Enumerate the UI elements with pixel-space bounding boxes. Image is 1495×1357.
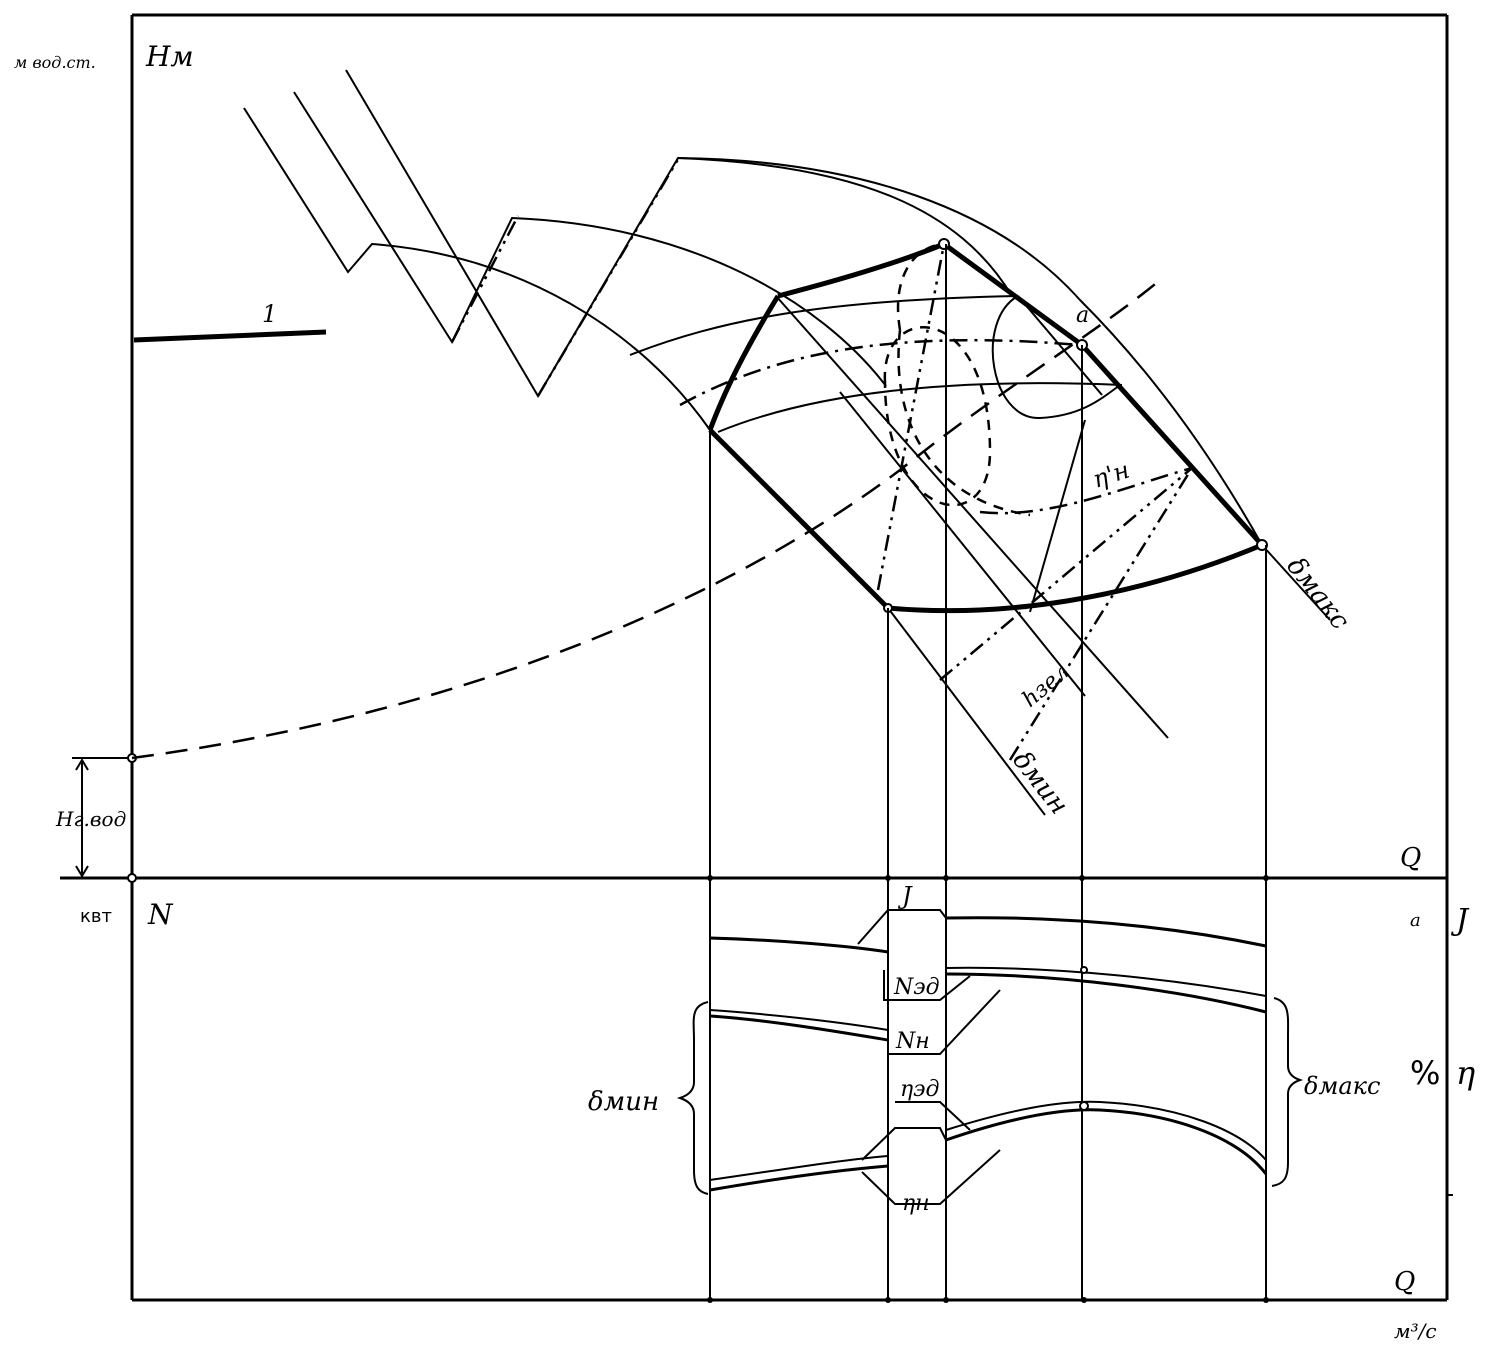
delta-max-brace bbox=[1271, 997, 1304, 1187]
blade-angle-line-1 bbox=[775, 295, 1169, 739]
power-unit-label: квт bbox=[80, 906, 112, 927]
line-1 bbox=[133, 329, 327, 343]
network-characteristic bbox=[131, 279, 1161, 760]
eff-max-point bbox=[1079, 1101, 1089, 1111]
zone-top-boundary bbox=[777, 241, 945, 299]
power-symbol-label: N bbox=[147, 898, 174, 931]
line-1-label: 1 bbox=[262, 300, 277, 328]
zone-bottom-boundary bbox=[887, 542, 1263, 614]
power-motor-callout bbox=[883, 970, 971, 1001]
head-curve-1 bbox=[243, 107, 711, 431]
efficiency-curve-closed bbox=[991, 295, 1121, 420]
delta-max-tail bbox=[1261, 544, 1331, 621]
current-callout bbox=[857, 909, 947, 945]
head-curve-2-ext bbox=[450, 215, 520, 343]
zone-left-boundary bbox=[707, 294, 781, 431]
efficiency-ellipse-outer bbox=[896, 242, 1031, 517]
power-point bbox=[1080, 966, 1088, 974]
loss-line-1 bbox=[939, 467, 1193, 681]
iso-line-1 bbox=[629, 295, 1019, 356]
frame bbox=[60, 13, 1449, 1302]
loss-line-3 bbox=[1008, 467, 1194, 761]
head-curve-3 bbox=[345, 69, 1013, 398]
hydraulic-losses-label: hзел bbox=[1018, 659, 1075, 712]
current-symbol-label: Ј bbox=[1450, 903, 1470, 938]
power-pump-label: Nн bbox=[895, 1029, 930, 1054]
delta-max-label: δмакс bbox=[1280, 552, 1355, 636]
efficiency-unit-label: % bbox=[1410, 1054, 1440, 1092]
current-unit-label: а bbox=[1410, 910, 1421, 931]
power-motor-left bbox=[709, 1009, 889, 1031]
point-a-label: a bbox=[1076, 303, 1089, 328]
eff-pump-callout-2 bbox=[861, 1149, 1001, 1205]
envelope-curve bbox=[677, 157, 1263, 546]
flow-unit-label: м³/с bbox=[1394, 1319, 1437, 1343]
eff-pump-curve-right bbox=[945, 1108, 1268, 1175]
eff-pump-curve-left bbox=[709, 1164, 889, 1192]
loss-line-4 bbox=[1029, 419, 1086, 613]
power-pump-left bbox=[709, 1014, 889, 1042]
delta-min-tail bbox=[887, 607, 1046, 816]
efficiency-symbol-label: η bbox=[1456, 1054, 1475, 1092]
projection-lines bbox=[707, 244, 1269, 1303]
point-top bbox=[938, 238, 950, 250]
power-motor-curve bbox=[945, 966, 1267, 997]
delta-min-brace bbox=[676, 1001, 709, 1195]
blade-angle-line-2 bbox=[839, 391, 1086, 697]
iso-line-2 bbox=[679, 338, 1081, 407]
eff-unit-curve-left bbox=[709, 1155, 889, 1181]
delta-max-lower-label: δмакс bbox=[1304, 1072, 1380, 1100]
blade-angle-line-3 bbox=[1017, 295, 1103, 396]
efficiency-line bbox=[979, 466, 1193, 515]
loss-line-2 bbox=[876, 243, 946, 591]
current-curve-left bbox=[709, 936, 889, 954]
power-pump-curve bbox=[945, 972, 1267, 1014]
delta-min-line bbox=[708, 428, 890, 610]
power-pump-callout bbox=[887, 989, 1001, 1055]
eff-unit-callout bbox=[895, 1101, 971, 1131]
current-curve-right bbox=[945, 916, 1267, 948]
head-symbol-label: Нм bbox=[145, 40, 194, 73]
eff-unit-curve-right bbox=[945, 1100, 1267, 1161]
eff-pump-callout bbox=[861, 1127, 947, 1161]
head-curve-2 bbox=[293, 91, 887, 387]
eff-unit-label: ηэд bbox=[900, 1077, 940, 1102]
iso-line-3 bbox=[717, 382, 1123, 433]
delta-max-line bbox=[942, 241, 1264, 547]
static-head-label: Нг.вод bbox=[55, 807, 126, 831]
q-upper-label: Q bbox=[1400, 843, 1421, 873]
power-motor-label: Nэд bbox=[893, 975, 940, 1000]
delta-min-lower-label: δмин bbox=[588, 1087, 659, 1117]
q-lower-label: Q bbox=[1394, 1267, 1415, 1297]
efficiency-ellipse-inner bbox=[883, 326, 992, 507]
head-curve-3-ext bbox=[536, 155, 682, 397]
current-label: Ј bbox=[897, 882, 913, 910]
eff-pump-label: ηн bbox=[902, 1191, 930, 1216]
head-unit-label: м вод.ст. bbox=[14, 53, 96, 72]
